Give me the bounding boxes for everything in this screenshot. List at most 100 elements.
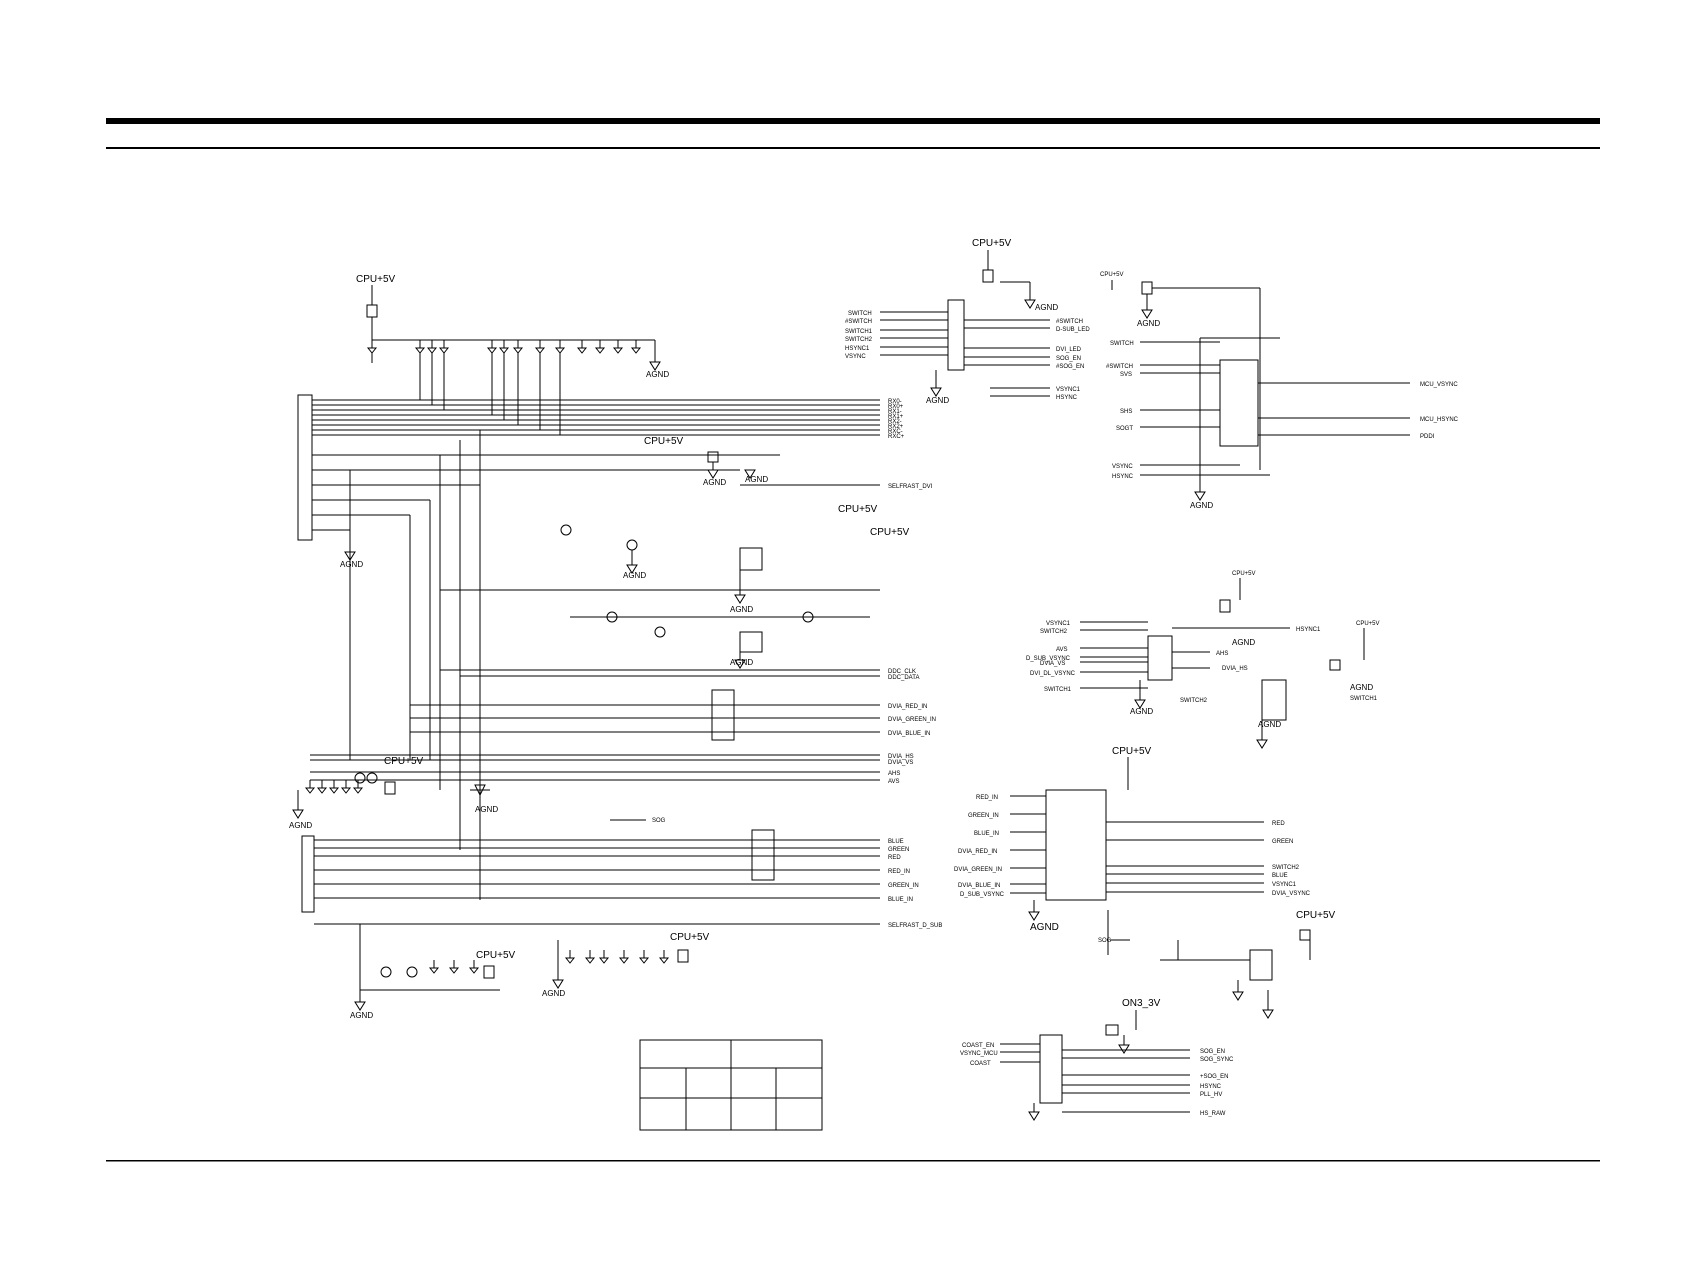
bb-in-2: COAST [970, 1061, 991, 1067]
br-in-5: DVIA_BLUE_IN [958, 883, 1000, 889]
tb-in-4: HSYNC1 [845, 346, 870, 352]
bb-out-5: HS_RAW [1200, 1111, 1226, 1117]
br-in-2: BLUE_IN [974, 831, 999, 837]
mr-in-6: SWITCH1 [1044, 687, 1072, 693]
green: GREEN [888, 847, 909, 853]
dsub-connector [302, 836, 314, 912]
agnd-label-7: AGND [730, 658, 753, 667]
rt-in-3: SHS [1120, 409, 1132, 415]
rt-in-5: VSYNC [1112, 464, 1133, 470]
buffer-ic [1220, 360, 1258, 446]
out-rx1n: RX1- [888, 409, 902, 415]
mux-ic-2 [1262, 680, 1286, 720]
on33v-label: ON3_3V [1122, 998, 1161, 1009]
mr-in-1: SWITCH2 [1040, 629, 1068, 635]
agnd-label-3: AGND [703, 478, 726, 487]
red-in: RED_IN [888, 869, 910, 875]
cpu5v-label-11: CPU+5V [1356, 621, 1380, 627]
rt-in-2: SVS [1120, 372, 1132, 378]
cpu5v-label-5: CPU+5V [384, 756, 424, 767]
sync-mux-block: CPU+5V AGND AGND VSYNC1 SWITCH2 AVS D_SU… [1026, 571, 1380, 748]
bb-out-4: PLL_HV [1200, 1092, 1222, 1098]
tb-in-3: SWITCH2 [845, 337, 873, 343]
left-dvi-section: CPU+5V AGND [289, 274, 942, 1130]
diode-array-top [368, 340, 640, 363]
mr-in-5: DVI_DL_VSYNC [1030, 671, 1076, 677]
cpu5v-label-9: CPU+5V [1100, 272, 1124, 278]
out-rx0p: RX0+ [888, 404, 904, 410]
agnd-label-6: AGND [730, 605, 753, 614]
agnd-label-5: AGND [623, 571, 646, 580]
out-rx2p: RX2+ [888, 424, 904, 430]
footer-rule [106, 1160, 1600, 1162]
agnd-label-16: AGND [1232, 638, 1255, 647]
tb-out-6: HSYNC [1056, 395, 1078, 401]
ahs: AHS [888, 771, 900, 777]
revision-table [640, 1040, 822, 1130]
selfrast-d-sub: SELFRAST_D_SUB [888, 923, 942, 929]
bb-out-2: +SOG_EN [1200, 1074, 1229, 1080]
regulator-ic [367, 305, 377, 317]
video-switch-block: CPU+5V AGND RED_IN GREEN_IN BLUE_IN DVIA… [954, 746, 1336, 1018]
cpu5v-label-13: CPU+5V [1296, 910, 1336, 921]
selfrast-dvi: SELFRAST_DVI [888, 484, 933, 490]
br-in-3: DVIA_RED_IN [958, 849, 997, 855]
rt-in-1: #SWITCH [1106, 364, 1133, 370]
ddc-data: DDC_DATA [888, 675, 919, 681]
dvia-blue-in: DVIA_BLUE_IN [888, 731, 930, 737]
dvi-connector [298, 395, 312, 540]
tb-in-2: SWITCH1 [845, 329, 873, 335]
eeprom-ic-2 [740, 632, 762, 652]
cpu5v-label-10: CPU+5V [1232, 571, 1256, 577]
coast-block: ON3_3V COAST_EN VSYNC_MCU COAST SOG_EN S… [960, 998, 1234, 1120]
agnd-label-17: AGND [1130, 707, 1153, 716]
rt-out-2: PDDI [1420, 434, 1435, 440]
agnd-label-19: AGND [1350, 683, 1373, 692]
agnd-label-10: AGND [542, 989, 565, 998]
br-in-4: DVIA_GREEN_IN [954, 867, 1002, 873]
dsub-filter [752, 830, 774, 880]
tb-out-2: DVI_LED [1056, 347, 1082, 353]
logic-ic-1 [948, 300, 964, 370]
rt-in-4: SOGT [1116, 426, 1133, 432]
cpu5v-label-8: CPU+5V [972, 238, 1012, 249]
tb-in-5: VSYNC [845, 354, 866, 360]
header-thick-rule [106, 118, 1600, 124]
transistor-1 [561, 525, 571, 535]
rt-in-0: SWITCH [1110, 341, 1134, 347]
rt-out-1: MCU_HSYNC [1420, 417, 1459, 423]
mr-out-0: HSYNC1 [1296, 627, 1321, 633]
mr-in-3: D_SUB_VSYNC [1026, 656, 1071, 662]
mr-out-1: AHS [1216, 651, 1228, 657]
ddc-clk: DDC_CLK [888, 669, 916, 675]
bb-out-1: SOG_SYNC [1200, 1057, 1234, 1063]
agnd-symbol-1 [650, 362, 660, 370]
sog-left: SOG [652, 818, 666, 824]
br-in-1: GREEN_IN [968, 813, 999, 819]
agnd-label-13: AGND [926, 396, 949, 405]
bb-in-1: VSYNC_MCU [960, 1051, 998, 1057]
mr-out-2: DVIA_HS [1222, 666, 1248, 672]
agnd-label-20: AGND [1030, 922, 1059, 933]
agnd-label-4: AGND [745, 475, 768, 484]
out-rx0n: RX0- [888, 399, 902, 405]
header-thin-rule [106, 147, 1600, 149]
bb-out-3: HSYNC [1200, 1084, 1222, 1090]
cpu5v-label-7: CPU+5V [476, 950, 516, 961]
agnd-label-1: AGND [646, 370, 669, 379]
mr-in-0: VSYNC1 [1046, 621, 1071, 627]
mr-out-4: SWITCH1 [1350, 696, 1378, 702]
br-out-0: RED [1272, 821, 1285, 827]
video-switch-ic [1046, 790, 1106, 900]
eeprom-ic-1 [740, 548, 762, 570]
agnd-label-12: AGND [1035, 303, 1058, 312]
avs: AVS [888, 779, 900, 785]
dvia-hs: DVIA_HS [888, 754, 914, 760]
cpu5v-label-3: CPU+5V [838, 504, 878, 515]
agnd-label-15: AGND [1190, 501, 1213, 510]
blue-in: BLUE_IN [888, 897, 913, 903]
diode-array-mid [306, 780, 362, 793]
red: RED [888, 855, 901, 861]
connector-pins [312, 400, 880, 552]
